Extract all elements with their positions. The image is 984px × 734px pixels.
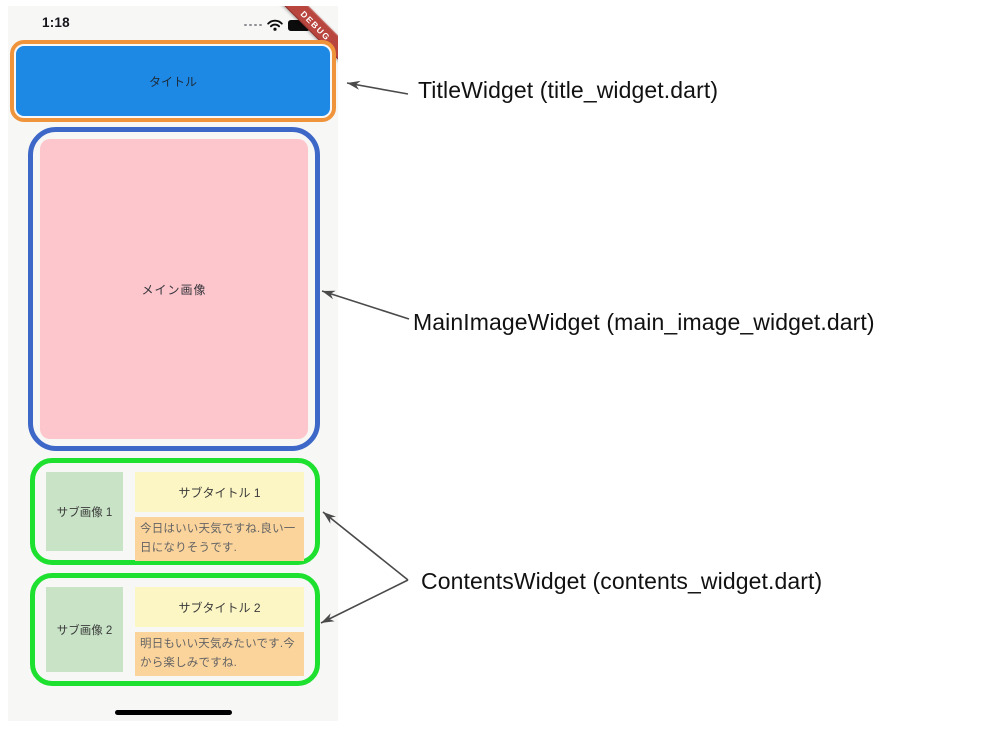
sub-title: サブタイトル 1 xyxy=(135,472,304,512)
phone-screen: 1:18 DEBUG タイトル メイン画像 xyxy=(8,6,338,721)
sub-title: サブタイトル 2 xyxy=(135,587,304,627)
arrow-to-title-widget xyxy=(346,80,409,95)
title-widget-surface: タイトル xyxy=(16,46,330,116)
cellular-dots-icon xyxy=(244,23,262,27)
sub-image-label: サブ画像 1 xyxy=(56,506,113,519)
sub-title-label: サブタイトル 2 xyxy=(178,600,261,615)
sub-body-text: 今日はいい天気ですね.良い一日になりそうです. xyxy=(135,517,304,561)
sub-body-text: 明日もいい天気みたいです.今から楽しみですね. xyxy=(135,632,304,676)
title-widget-label: タイトル xyxy=(148,74,197,89)
annotation-contents-widget: ContentsWidget (contents_widget.dart) xyxy=(421,568,823,594)
sub-image-label: サブ画像 2 xyxy=(56,624,113,637)
home-indicator[interactable] xyxy=(115,710,232,715)
contents-widget-item-2[interactable]: サブ画像 2 サブタイトル 2 明日もいい天気みたいです.今から楽しみですね. xyxy=(30,573,320,686)
status-bar-time: 1:18 xyxy=(42,15,70,30)
status-bar: 1:18 xyxy=(8,6,338,40)
sub-image-placeholder: サブ画像 1 xyxy=(46,472,123,551)
main-image-placeholder: メイン画像 xyxy=(40,139,308,439)
annotation-main-image-widget: MainImageWidget (main_image_widget.dart) xyxy=(413,309,875,335)
annotation-title-widget: TitleWidget (title_widget.dart) xyxy=(418,77,719,103)
sub-image-placeholder: サブ画像 2 xyxy=(46,587,123,672)
contents-widget-item-1[interactable]: サブ画像 1 サブタイトル 1 今日はいい天気ですね.良い一日になりそうです. xyxy=(30,458,320,565)
main-image-widget: メイン画像 xyxy=(28,127,320,451)
title-widget: タイトル xyxy=(10,40,336,122)
wifi-icon xyxy=(267,19,283,31)
main-image-label: メイン画像 xyxy=(141,282,207,297)
sub-title-label: サブタイトル 1 xyxy=(178,485,261,500)
